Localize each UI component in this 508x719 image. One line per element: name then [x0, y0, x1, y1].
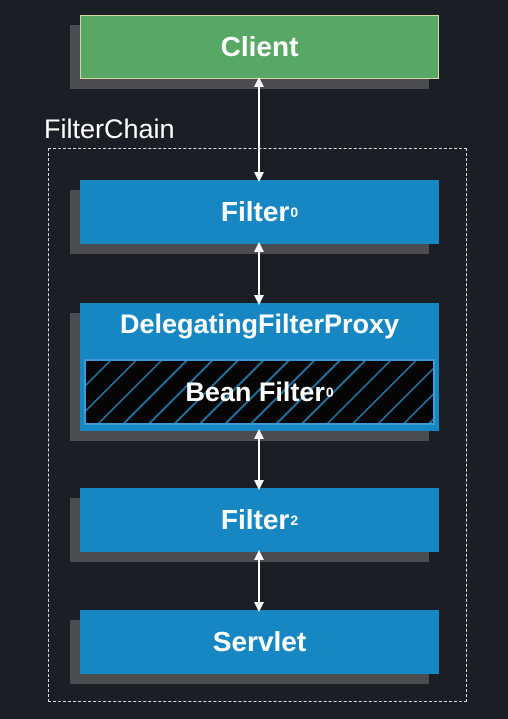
client-box: Client [80, 15, 439, 79]
filter2-subscript: 2 [290, 512, 299, 528]
client-label: Client [220, 31, 299, 62]
servlet-label: Servlet [212, 626, 307, 657]
servlet-box: Servlet [80, 610, 439, 674]
filter0-label: Filter [220, 196, 290, 227]
delegating-filter-proxy-label: DelegatingFilterProxy [119, 309, 400, 339]
filter2-label: Filter [220, 504, 290, 535]
bean-filter-subscript: 0 [325, 384, 334, 400]
bean-filter-label: Bean Filter [185, 376, 325, 407]
filter-chain-label: FilterChain [44, 114, 175, 144]
filter0-subscript: 0 [290, 204, 299, 220]
